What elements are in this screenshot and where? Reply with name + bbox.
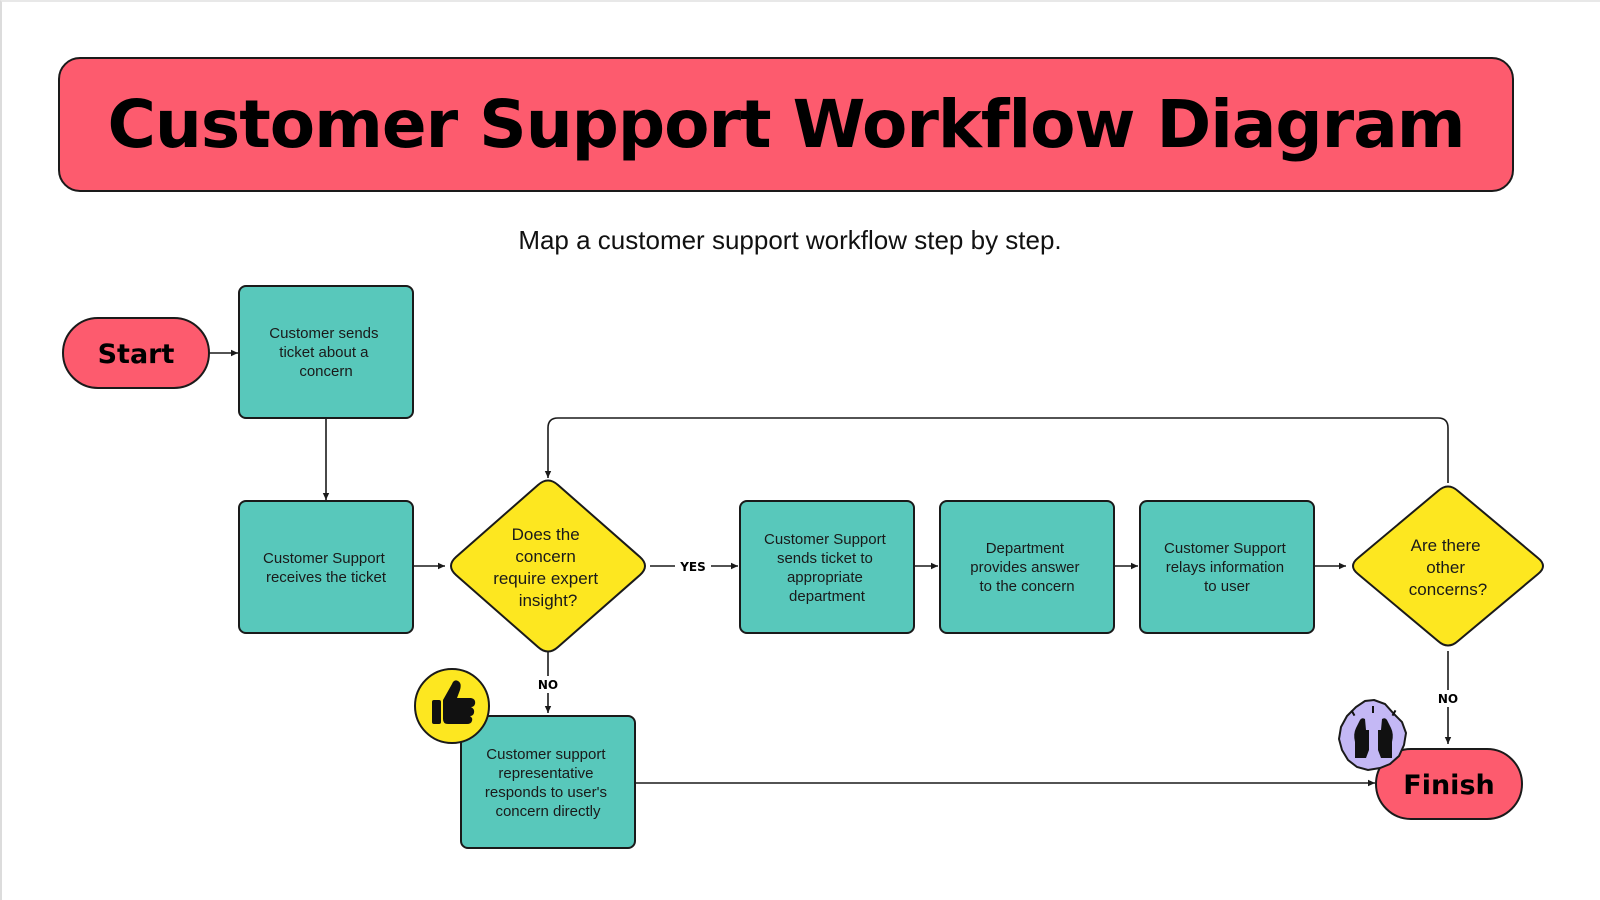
page-subtitle: Map a customer support workflow step by … xyxy=(518,225,1062,255)
send-dept-shape xyxy=(739,500,915,634)
dept-answer-line-1: Department xyxy=(986,540,1065,557)
edge-label-no-other: NO xyxy=(1438,692,1458,706)
relay-info-line-1: Customer Support xyxy=(1164,540,1287,557)
node-send-ticket: Customer sends ticket about a concern xyxy=(238,285,414,419)
send-ticket-line-2: ticket about a xyxy=(279,344,369,361)
relay-info-shape xyxy=(1139,500,1315,634)
thumbs-up-icon xyxy=(414,668,490,744)
node-decision-expert: Does the concern require expert insight? xyxy=(450,479,646,653)
rep-responds-shape xyxy=(460,715,636,849)
node-finish: Finish xyxy=(1375,748,1523,820)
decision-other-line-2: other xyxy=(1426,558,1465,577)
node-decision-other: Are there other concerns? xyxy=(1352,485,1544,647)
decision-expert-line-1: Does the xyxy=(512,525,580,544)
rep-responds-line-2: representative xyxy=(498,765,593,782)
dept-answer-line-3: to the concern xyxy=(979,578,1074,595)
send-ticket-line-1: Customer sends xyxy=(269,325,378,342)
send-ticket-line-3: concern xyxy=(299,363,352,380)
start-label: Start xyxy=(98,339,175,370)
svg-text:Customer Support relays: Customer Support relays information to u… xyxy=(1164,540,1290,595)
svg-text:Does the concern r: Does the concern require expert insight? xyxy=(493,525,603,610)
decision-expert-line-3: require expert xyxy=(493,569,598,588)
relay-info-line-3: to user xyxy=(1204,578,1250,595)
send-dept-line-2: sends ticket to xyxy=(777,550,873,567)
rep-responds-line-1: Customer support xyxy=(486,746,606,763)
decision-expert-shape xyxy=(450,479,646,653)
send-dept-line-4: department xyxy=(789,588,866,605)
node-relay-info: Customer Support relays information to u… xyxy=(1139,500,1315,634)
finish-shape xyxy=(1375,748,1523,820)
decision-expert-line-2: concern xyxy=(515,547,575,566)
node-send-dept: Customer Support sends ticket to appropr… xyxy=(739,500,915,634)
decision-other-line-1: Are there xyxy=(1411,536,1481,555)
dept-answer-shape xyxy=(939,500,1115,634)
node-dept-answer: Department provides answer to the concer… xyxy=(939,500,1115,634)
rep-responds-line-4: concern directly xyxy=(495,803,601,820)
send-dept-line-1: Customer Support xyxy=(764,531,887,548)
svg-text:Customer Support sends t: Customer Support sends ticket to appropr… xyxy=(764,531,890,605)
connectors xyxy=(206,349,1452,787)
node-start: Start xyxy=(62,317,210,389)
finish-label: Finish xyxy=(1403,770,1494,801)
svg-text:Are there other co: Are there other concerns? xyxy=(1409,536,1487,599)
rep-responds-line-3: responds to user's xyxy=(485,784,607,801)
svg-text:Customer Support receive: Customer Support receives the ticket xyxy=(263,550,389,586)
receive-ticket-line-1: Customer Support xyxy=(263,550,386,567)
svg-text:Customer support represe: Customer support representative responds… xyxy=(485,746,611,820)
node-receive-ticket: Customer Support receives the ticket xyxy=(238,500,414,634)
dept-answer-line-2: provides answer xyxy=(970,559,1079,576)
raised-hands-icon xyxy=(1337,698,1408,772)
relay-info-line-2: relays information xyxy=(1166,559,1284,576)
decision-other-line-3: concerns? xyxy=(1409,580,1487,599)
receive-ticket-shape xyxy=(238,500,414,634)
decision-other-shape xyxy=(1352,485,1544,647)
edge-label-no-expert: NO xyxy=(538,678,558,692)
edge-label-yes: YES xyxy=(679,560,706,574)
node-rep-responds: Customer support representative responds… xyxy=(460,715,636,849)
edge-loop-back xyxy=(544,417,1449,483)
page-title: Customer Support Workflow Diagram xyxy=(107,86,1466,163)
svg-text:Department provides answ: Department provides answer to the concer… xyxy=(970,540,1083,595)
receive-ticket-line-2: receives the ticket xyxy=(266,569,387,586)
send-dept-line-3: appropriate xyxy=(787,569,863,586)
svg-text:Customer sends ticket ab: Customer sends ticket about a concern xyxy=(269,325,382,380)
title-banner: Customer Support Workflow Diagram xyxy=(58,57,1514,192)
start-shape xyxy=(62,317,210,389)
decision-expert-line-4: insight? xyxy=(519,591,578,610)
send-ticket-shape xyxy=(238,285,414,419)
